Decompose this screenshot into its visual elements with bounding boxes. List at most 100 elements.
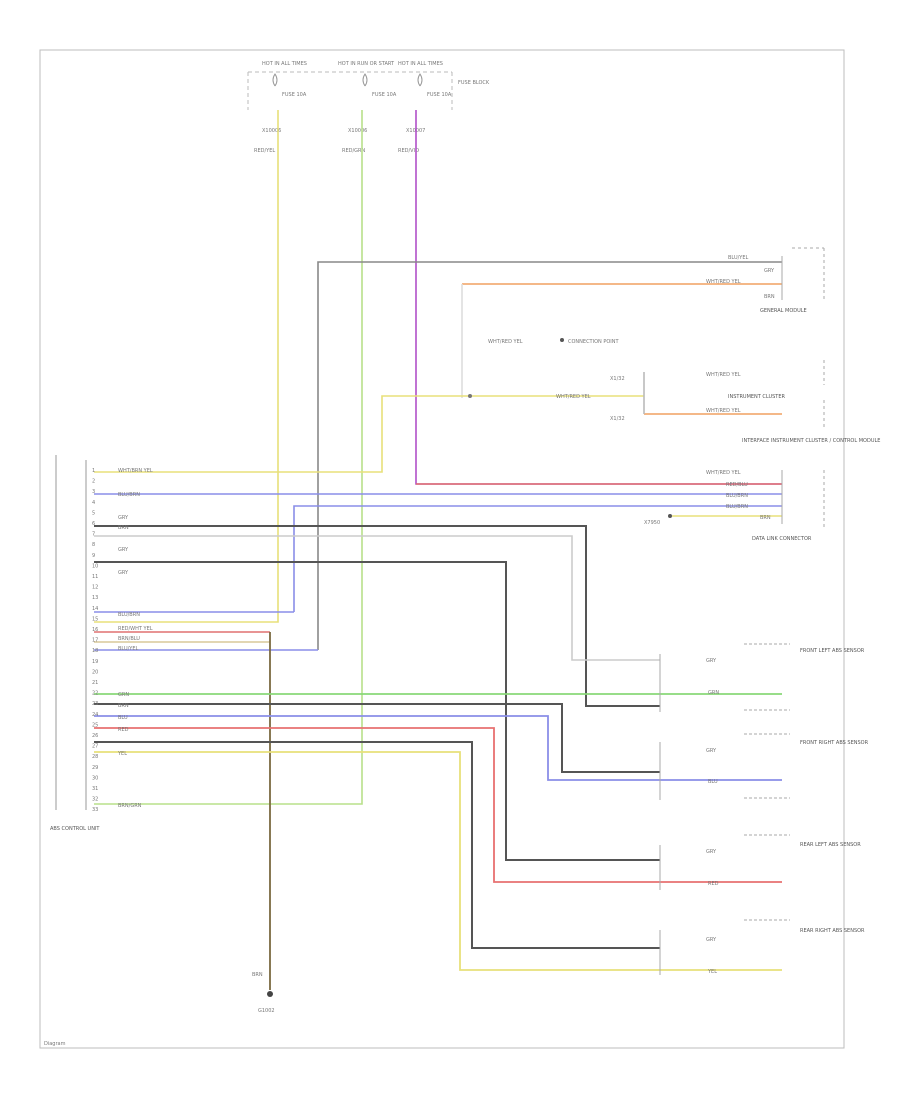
gm-wire-gry: GRY bbox=[764, 268, 775, 274]
wire-fr-blu bbox=[94, 715, 782, 781]
wire-fl-gry bbox=[94, 525, 660, 707]
dlc-wire-5: BRN bbox=[760, 515, 771, 521]
dlc-pin: X7950 bbox=[644, 520, 660, 526]
abs-pin-number: 9 bbox=[92, 553, 95, 559]
abs-wire-label: BLU/YEL bbox=[118, 646, 139, 652]
s-rl-bottom-label: RED bbox=[708, 881, 719, 887]
general-module: BLU/YEL GRY WHT/RED YEL BRN GENERAL MODU… bbox=[706, 247, 825, 314]
abs-wire-label: GRY bbox=[118, 515, 129, 521]
ground-point: BRN G1002 bbox=[252, 972, 275, 1014]
instrument-cluster-label: INSTRUMENT CLUSTER bbox=[728, 394, 786, 400]
abs-control-unit: ABS CONTROL UNIT bbox=[50, 455, 100, 832]
abs-pin-number: 33 bbox=[92, 807, 98, 813]
wire-fr-gry bbox=[94, 703, 660, 773]
wires bbox=[94, 110, 782, 990]
ground-label: G1002 bbox=[258, 1008, 275, 1014]
abs-pin-number: 29 bbox=[92, 765, 98, 771]
sensor-rr-label: REAR RIGHT ABS SENSOR bbox=[800, 928, 865, 934]
abs-pin-number: 22 bbox=[92, 691, 98, 697]
wire-violet-feed bbox=[415, 110, 782, 485]
general-module-label: GENERAL MODULE bbox=[760, 308, 807, 314]
gm-wire-brn: BRN bbox=[764, 294, 775, 300]
abs-wire-label: BRN/GRN bbox=[118, 803, 142, 809]
sensor-rear-right: GRY YEL REAR RIGHT ABS SENSOR bbox=[659, 919, 865, 975]
abs-pin-number: 20 bbox=[92, 669, 98, 675]
ic-wire-bottom: WHT/RED YEL bbox=[706, 408, 741, 414]
ic-pin-bottom: X1/32 bbox=[610, 416, 625, 422]
connector-mid-label: X10006 bbox=[348, 128, 367, 134]
abs-wire-label: BRN/BLU bbox=[118, 636, 140, 642]
gm-wire-orange: WHT/RED YEL bbox=[706, 279, 741, 285]
sensor-rl-label: REAR LEFT ABS SENSOR bbox=[800, 842, 861, 848]
s-rr-bottom-label: YEL bbox=[707, 969, 717, 975]
ground-symbol-icon bbox=[267, 991, 273, 997]
abs-pin-number: 25 bbox=[92, 722, 98, 728]
abs-wire-label: GRN bbox=[118, 692, 129, 698]
dlc-wire-2: RED/BLU bbox=[726, 482, 748, 488]
abs-pin-number: 24 bbox=[92, 712, 98, 718]
wire-left-label: RED/YEL bbox=[254, 148, 275, 154]
wire-rr-gry bbox=[94, 741, 660, 949]
wire-mid-label: RED/GRN bbox=[342, 148, 366, 154]
abs-wire-label: YEL bbox=[117, 751, 127, 757]
fuse-mid-label: FUSE 10A bbox=[372, 92, 397, 98]
abs-unit-label: ABS CONTROL UNIT bbox=[50, 826, 100, 832]
abs-pin-number: 32 bbox=[92, 797, 98, 803]
abs-wire-label: BRN bbox=[118, 525, 129, 531]
abs-wire-label: BLU/BRN bbox=[118, 612, 140, 618]
abs-pin-number: 15 bbox=[92, 616, 98, 622]
abs-wire-labels: WHT/BRN YEL BLU/BRN GRY BRN GRY GRY BLU/… bbox=[117, 468, 153, 809]
abs-pin-number: 12 bbox=[92, 585, 98, 591]
abs-pin-number: 30 bbox=[92, 775, 98, 781]
fuse-box-right-label: HOT IN ALL TIMES bbox=[398, 61, 443, 67]
dlc-wire-4: BLU/BRN bbox=[726, 504, 748, 510]
abs-pin-number: 14 bbox=[92, 606, 98, 612]
sensor-fr-label: FRONT RIGHT ABS SENSOR bbox=[800, 740, 869, 746]
connector-left-label: X10006 bbox=[262, 128, 281, 134]
wire-rl-gry bbox=[94, 561, 660, 861]
s-fr-bottom-label: BLU bbox=[708, 779, 718, 785]
sensor-front-right: GRY BLU FRONT RIGHT ABS SENSOR bbox=[659, 733, 869, 800]
abs-pin-number: 18 bbox=[92, 648, 98, 654]
wire-rl-red bbox=[94, 727, 782, 883]
s-fr-top-label: GRY bbox=[706, 748, 717, 754]
abs-pin-number: 5 bbox=[92, 510, 95, 516]
sensor-front-left: GRY GRN FRONT LEFT ABS SENSOR bbox=[659, 643, 865, 712]
s-fl-bottom-label: GRN bbox=[708, 690, 719, 696]
fuse-right-label: FUSE 10A bbox=[427, 92, 452, 98]
abs-wire-label: BLU/BRN bbox=[118, 492, 140, 498]
fuse-box-tag: FUSE BLOCK bbox=[458, 80, 490, 86]
abs-pin-number: 7 bbox=[92, 532, 95, 538]
abs-wire-label: GRY bbox=[118, 547, 129, 553]
footer-label: Diagram bbox=[44, 1041, 66, 1047]
sensor-fl-label: FRONT LEFT ABS SENSOR bbox=[800, 648, 865, 654]
sensor-rear-left: GRY RED REAR LEFT ABS SENSOR bbox=[659, 834, 861, 890]
wire-fl-thin bbox=[94, 535, 660, 661]
wire-yellow-feed bbox=[94, 110, 279, 623]
abs-pin-number: 2 bbox=[92, 479, 95, 485]
abs-pin-number: 8 bbox=[92, 542, 95, 548]
wire-ic-top bbox=[94, 395, 644, 473]
s-rl-top-label: GRY bbox=[706, 849, 717, 855]
abs-pin-number: 10 bbox=[92, 563, 98, 569]
abs-pin-number: 23 bbox=[92, 701, 98, 707]
instrument-cluster: X1/32 X1/32 WHT/RED YEL WHT/RED YEL INST… bbox=[610, 360, 880, 444]
ic-pin-top: X1/32 bbox=[610, 376, 625, 382]
wire-rr-yel bbox=[94, 751, 782, 971]
abs-pin-number: 16 bbox=[92, 627, 98, 633]
abs-pin-list: 1234567891011121314151617181920212223242… bbox=[92, 468, 98, 813]
gm-wire-blu-yel: BLU/YEL bbox=[728, 255, 749, 261]
fuse-box: HOT IN ALL TIMES HOT IN RUN OR START HOT… bbox=[247, 61, 490, 154]
splice-wire-label-2: WHT/RED YEL bbox=[556, 394, 591, 400]
abs-pin-number: 3 bbox=[92, 489, 95, 495]
abs-wire-label: RED/WHT YEL bbox=[118, 626, 153, 632]
splice-note-label: CONNECTION POINT bbox=[568, 339, 620, 345]
abs-pin-number: 11 bbox=[92, 574, 98, 580]
data-link-label: DATA LINK CONNECTOR bbox=[752, 536, 812, 542]
abs-wire-label: BRN bbox=[118, 703, 129, 709]
abs-pin-number: 4 bbox=[92, 500, 95, 506]
abs-pin-number: 21 bbox=[92, 680, 98, 686]
abs-pin-number: 13 bbox=[92, 595, 98, 601]
abs-wire-label: WHT/BRN YEL bbox=[118, 468, 153, 474]
